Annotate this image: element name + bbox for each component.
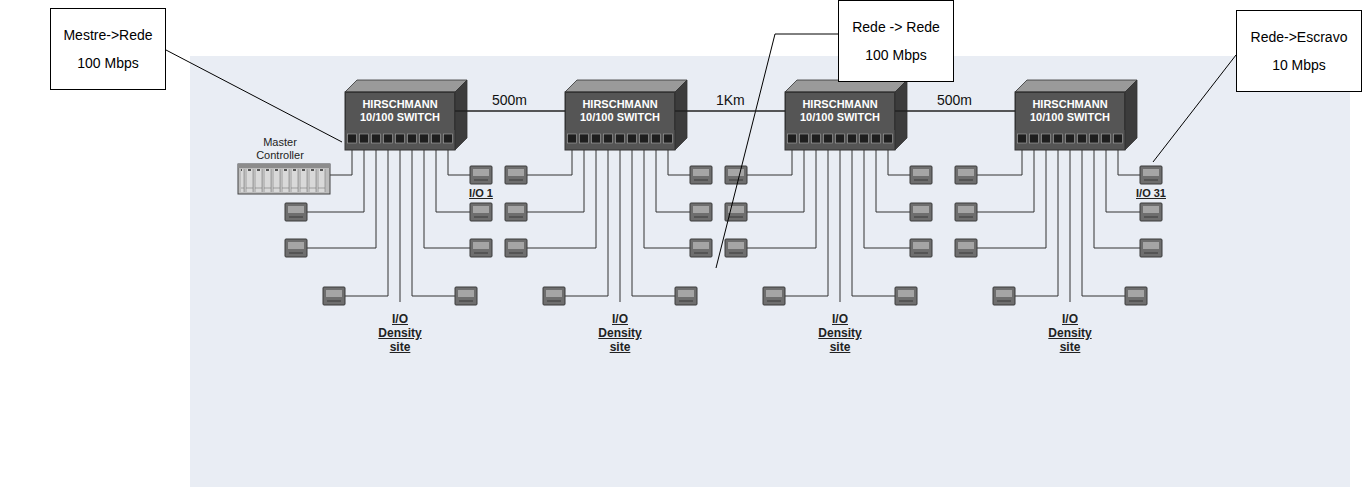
cable — [307, 143, 470, 302]
switch-site — [955, 80, 1162, 305]
io-module — [725, 143, 792, 184]
leader-line — [716, 34, 838, 268]
distance-label: 1Km — [716, 92, 745, 108]
io-label: I/O 31 — [1121, 187, 1181, 200]
label-text: Master Controller — [256, 136, 304, 161]
site-label: I/O Density site — [1042, 312, 1098, 354]
network-cable — [675, 110, 785, 112]
switch-site — [505, 80, 712, 305]
switch-body — [785, 80, 907, 150]
background-panel — [190, 56, 1350, 487]
node-text: Rede->Escravo 10 Mbps — [1245, 23, 1353, 79]
cable — [527, 143, 690, 302]
plc-rack — [238, 164, 330, 194]
switch-site — [238, 80, 492, 305]
callout-box: Rede->Escravo 10 Mbps — [1236, 10, 1362, 92]
io-module — [725, 166, 932, 305]
network-cable — [455, 110, 565, 112]
switch-front: HIRSCHMANN 10/100 SWITCH — [1015, 92, 1125, 130]
switch-body — [565, 80, 687, 150]
edge-label-text: 500m — [492, 92, 527, 108]
leader-line — [1153, 55, 1236, 162]
site-label: I/O Density site — [592, 312, 648, 354]
node-text: HIRSCHMANN 10/100 SWITCH — [578, 98, 662, 124]
label-text: I/O Density site — [378, 312, 421, 354]
callout-box: Mestre->Rede 100 Mbps — [50, 8, 166, 90]
label-text: I/O 1 — [469, 187, 493, 199]
network-cable — [895, 110, 1015, 112]
switch-site — [725, 80, 932, 305]
switch-front: HIRSCHMANN 10/100 SWITCH — [345, 92, 455, 130]
io-module — [955, 143, 1022, 184]
io-module — [285, 166, 492, 305]
site-label: I/O Density site — [372, 312, 428, 354]
edge-label-text: 1Km — [716, 92, 745, 108]
node-text: HIRSCHMANN 10/100 SWITCH — [358, 98, 442, 124]
switch-front: HIRSCHMANN 10/100 SWITCH — [785, 92, 895, 130]
node-text: HIRSCHMANN 10/100 SWITCH — [1028, 98, 1112, 124]
node-text: Mestre->Rede 100 Mbps — [59, 21, 157, 77]
distance-label: 500m — [492, 92, 527, 108]
label-text: I/O Density site — [1048, 312, 1091, 354]
label-text: I/O Density site — [598, 312, 641, 354]
callout-box: Rede -> Rede 100 Mbps — [838, 0, 954, 82]
edge-label-text: 500m — [937, 92, 972, 108]
device-label: Master Controller — [240, 136, 320, 162]
site-label: I/O Density site — [812, 312, 868, 354]
io-module — [955, 166, 1162, 305]
label-text: I/O 31 — [1136, 187, 1166, 199]
label-text: I/O Density site — [818, 312, 861, 354]
io-module — [505, 143, 572, 184]
io-label: I/O 1 — [451, 187, 511, 200]
switch-body — [345, 80, 467, 150]
cable — [977, 143, 1140, 302]
node-text: HIRSCHMANN 10/100 SWITCH — [798, 98, 882, 124]
distance-label: 500m — [937, 92, 972, 108]
cable — [747, 143, 910, 302]
switch-front: HIRSCHMANN 10/100 SWITCH — [565, 92, 675, 130]
leader-line — [166, 50, 342, 142]
switch-body — [1015, 80, 1137, 150]
node-text: Rede -> Rede 100 Mbps — [847, 13, 945, 69]
io-module — [505, 166, 712, 305]
